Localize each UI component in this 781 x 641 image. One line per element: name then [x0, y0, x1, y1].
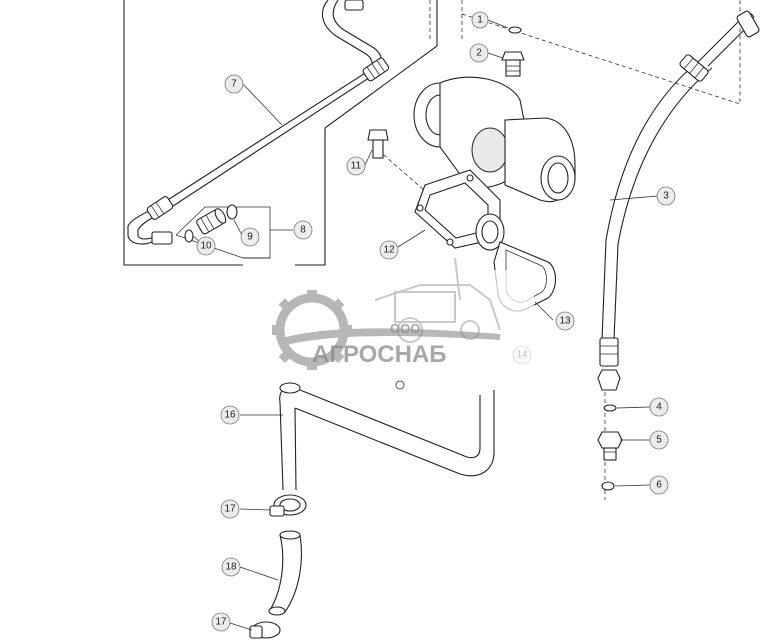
hose-end-fitting-top	[736, 10, 760, 38]
oil-return-hose	[597, 10, 760, 391]
turbocharger	[413, 76, 576, 251]
hose-clamp-lower	[249, 621, 281, 639]
callout-10: 10	[196, 236, 216, 256]
svg-text:16: 16	[224, 410, 236, 421]
seal-ring-6	[601, 481, 615, 491]
line-ferrule-lower	[146, 196, 174, 220]
callout-6: 6	[649, 475, 669, 495]
oil-feed-line	[127, 0, 390, 245]
banjo-fitting-top	[344, 0, 364, 11]
svg-text:7: 7	[231, 79, 237, 90]
svg-text:18: 18	[225, 562, 237, 573]
hose-ferrule-top	[679, 54, 709, 82]
svg-text:17: 17	[224, 504, 236, 515]
hose-end-nut	[597, 369, 621, 391]
fitting-group-box	[175, 204, 271, 259]
small-seal-1	[508, 26, 522, 34]
svg-text:5: 5	[656, 435, 662, 446]
callout-13: 13	[555, 311, 575, 331]
gear-logo-icon	[272, 290, 500, 370]
callout-8: 8	[293, 220, 313, 240]
breather-pipe	[279, 382, 495, 491]
callout-16: 16	[220, 405, 240, 425]
callout-9: 9	[240, 227, 260, 247]
svg-text:6: 6	[656, 480, 662, 491]
svg-text:11: 11	[351, 161, 362, 172]
svg-text:3: 3	[663, 191, 669, 202]
callout-7: 7	[224, 74, 244, 94]
svg-text:12: 12	[383, 245, 395, 256]
svg-text:2: 2	[476, 48, 482, 59]
watermark: ООО АГРОСНАБ	[246, 257, 534, 390]
svg-text:8: 8	[300, 225, 306, 236]
svg-text:4: 4	[656, 402, 662, 413]
watermark-backdrop	[246, 270, 534, 382]
callout-17-lower: 17	[211, 612, 231, 632]
combine-harvester-icon	[374, 257, 501, 343]
hose-clamp-upper	[269, 494, 307, 517]
svg-text:10: 10	[200, 241, 212, 252]
watermark-name: АГРОСНАБ	[312, 341, 447, 368]
elbow-hose	[268, 530, 302, 616]
hose-ferrule-bottom	[599, 337, 619, 367]
oil-line-assembly-frame	[123, 0, 438, 266]
callout-12: 12	[379, 240, 399, 260]
callout-1: 1	[471, 11, 489, 29]
callout-leaders	[192, 19, 659, 631]
callout-11: 11	[346, 156, 366, 176]
o-ring-small	[184, 229, 194, 243]
dashed-leaders	[377, 0, 741, 500]
callout-3: 3	[656, 186, 676, 206]
line-ferrule-upper	[362, 57, 390, 82]
bolt-11	[367, 129, 389, 159]
seal-ring-9	[226, 204, 238, 220]
callout-5: 5	[649, 430, 669, 450]
svg-text:17: 17	[215, 617, 227, 628]
seal-ring-4	[603, 404, 617, 412]
watermark-dot	[395, 380, 405, 390]
svg-text:9: 9	[247, 232, 253, 243]
svg-text:1: 1	[477, 15, 483, 26]
callout-2: 2	[469, 43, 489, 63]
svg-text:13: 13	[559, 316, 571, 327]
adapter-fitting-5	[597, 431, 623, 461]
callout-4: 4	[649, 397, 669, 417]
adapter-fitting-10	[196, 208, 227, 235]
callout-17-upper: 17	[220, 499, 240, 519]
union-fitting-2	[501, 51, 525, 77]
line-end-nut	[151, 231, 173, 245]
callout-18: 18	[221, 557, 241, 577]
watermark-prefix: ООО	[390, 321, 420, 336]
